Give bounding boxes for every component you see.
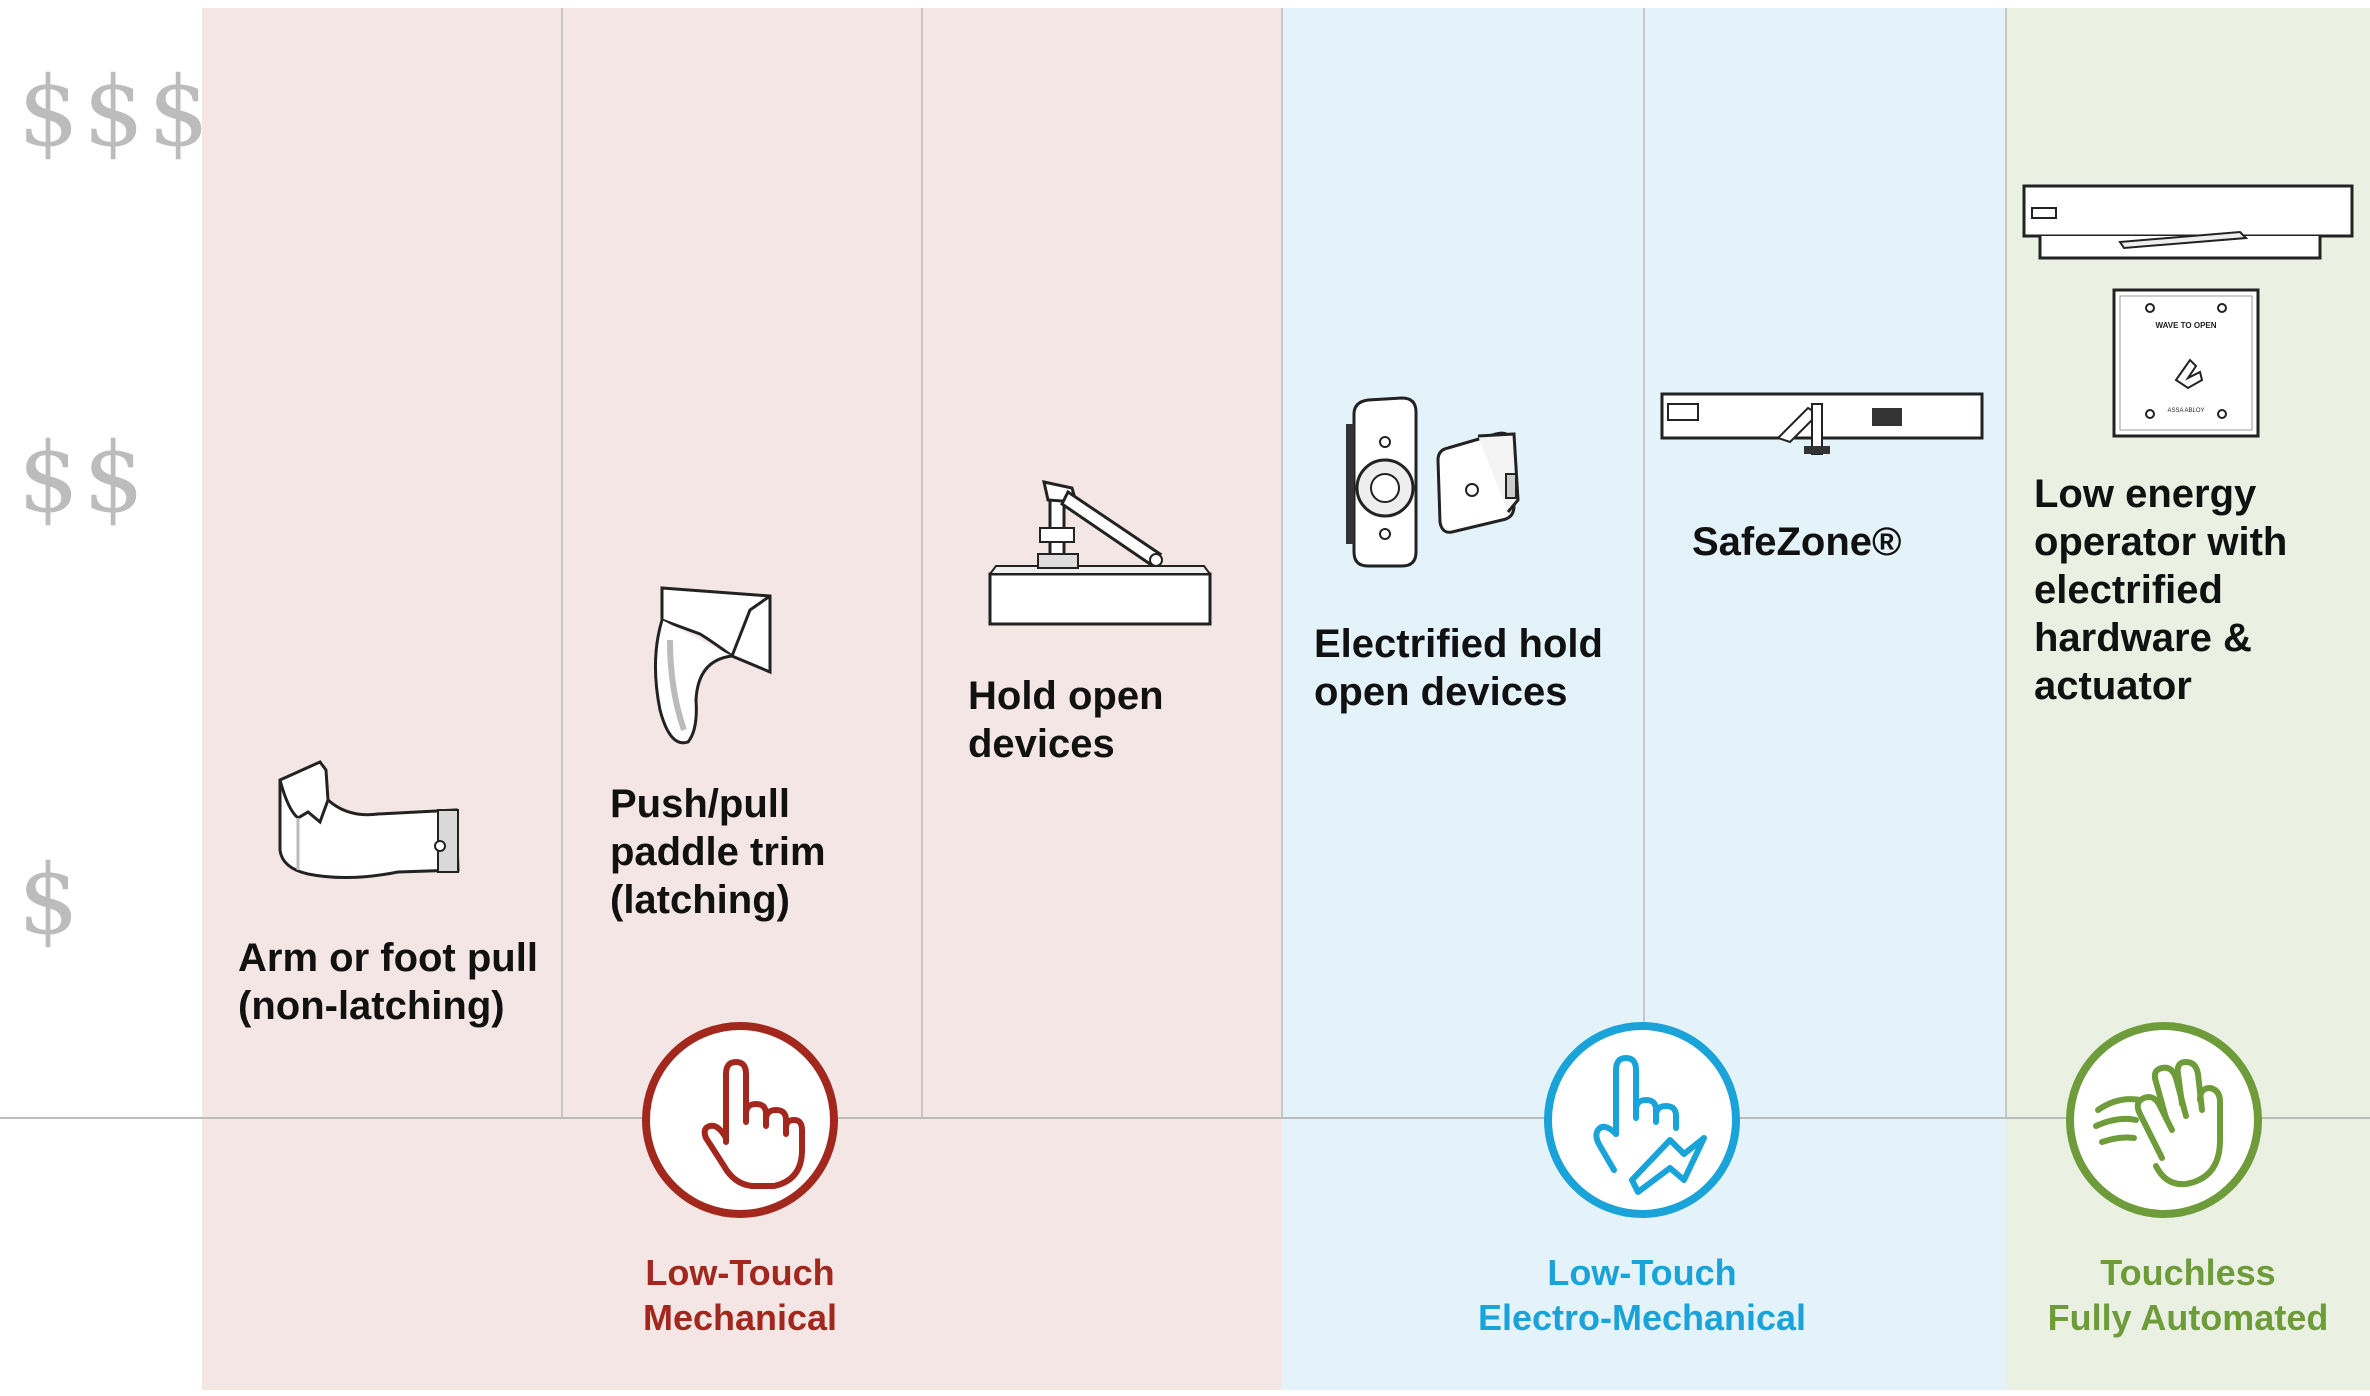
finger-lightning-icon bbox=[1544, 1022, 1740, 1218]
product-label-line: actuator bbox=[2034, 664, 2192, 708]
product-label-electrified-hold-open: Electrified hold open devices bbox=[1314, 620, 1603, 716]
price-low: $ bbox=[18, 844, 84, 956]
arm-foot-pull-icon bbox=[278, 760, 460, 880]
product-label-line: devices bbox=[968, 722, 1115, 766]
product-label-line: open devices bbox=[1314, 670, 1568, 714]
category-label-line: Electro-Mechanical bbox=[1477, 1297, 1807, 1338]
product-label-line: operator with bbox=[2034, 520, 2288, 564]
category-label-electro-mechanical: Low-Touch Electro-Mechanical bbox=[1462, 1250, 1822, 1340]
product-label-line: Hold open bbox=[968, 674, 1164, 718]
product-label-line: (non-latching) bbox=[238, 984, 505, 1028]
wave-hand-icon bbox=[2066, 1022, 2262, 1218]
safezone-operator-icon bbox=[1660, 392, 1984, 455]
category-label-line: Mechanical bbox=[642, 1297, 838, 1338]
product-label-line: paddle trim bbox=[610, 830, 826, 874]
product-label-line: Arm or foot pull bbox=[238, 936, 538, 980]
category-label-line: Touchless bbox=[2100, 1252, 2276, 1293]
magnetic-holder-icon bbox=[1346, 396, 1520, 568]
product-label-line: hardware & bbox=[2034, 616, 2252, 660]
category-label-line: Low-Touch bbox=[1547, 1252, 1737, 1293]
column-divider bbox=[1643, 8, 1645, 1118]
column-divider bbox=[1281, 8, 1283, 1118]
price-high: $$$ bbox=[18, 56, 214, 168]
column-divider bbox=[2005, 8, 2007, 1118]
category-label-touchless: Touchless Fully Automated bbox=[2010, 1250, 2366, 1340]
price-baseline bbox=[0, 1117, 2370, 1119]
product-label-line: electrified bbox=[2034, 568, 2223, 612]
product-label-arm-foot-pull: Arm or foot pull (non-latching) bbox=[238, 934, 538, 1030]
category-label-mechanical: Low-Touch Mechanical bbox=[562, 1250, 918, 1340]
finger-touch-icon bbox=[642, 1022, 838, 1218]
product-label-line: SafeZone® bbox=[1692, 520, 1902, 564]
product-label-low-energy-operator: Low energy operator with electrified har… bbox=[2034, 470, 2287, 710]
product-label-line: Electrified hold bbox=[1314, 622, 1603, 666]
category-label-line: Low-Touch bbox=[645, 1252, 835, 1293]
product-label-hold-open: Hold open devices bbox=[968, 672, 1164, 768]
product-label-line: Low energy bbox=[2034, 472, 2257, 516]
actuator-plate-top-text: WAVE TO OPEN bbox=[2155, 321, 2216, 330]
product-label-paddle-trim: Push/pull paddle trim (latching) bbox=[610, 780, 826, 924]
actuator-plate-bottom-text: ASSA ABLOY bbox=[2167, 408, 2204, 414]
price-medium: $$ bbox=[18, 422, 149, 534]
product-label-line: Push/pull bbox=[610, 782, 790, 826]
product-label-safezone: SafeZone® bbox=[1692, 518, 1902, 566]
product-label-line: (latching) bbox=[610, 878, 790, 922]
column-divider bbox=[561, 8, 563, 1118]
category-label-line: Fully Automated bbox=[2047, 1297, 2329, 1338]
paddle-trim-icon bbox=[654, 586, 772, 745]
door-closer-icon bbox=[988, 480, 1212, 626]
column-divider bbox=[921, 8, 923, 1118]
low-energy-operator-icon: WAVE TO OPEN ASSA ABLOY bbox=[2022, 184, 2354, 438]
